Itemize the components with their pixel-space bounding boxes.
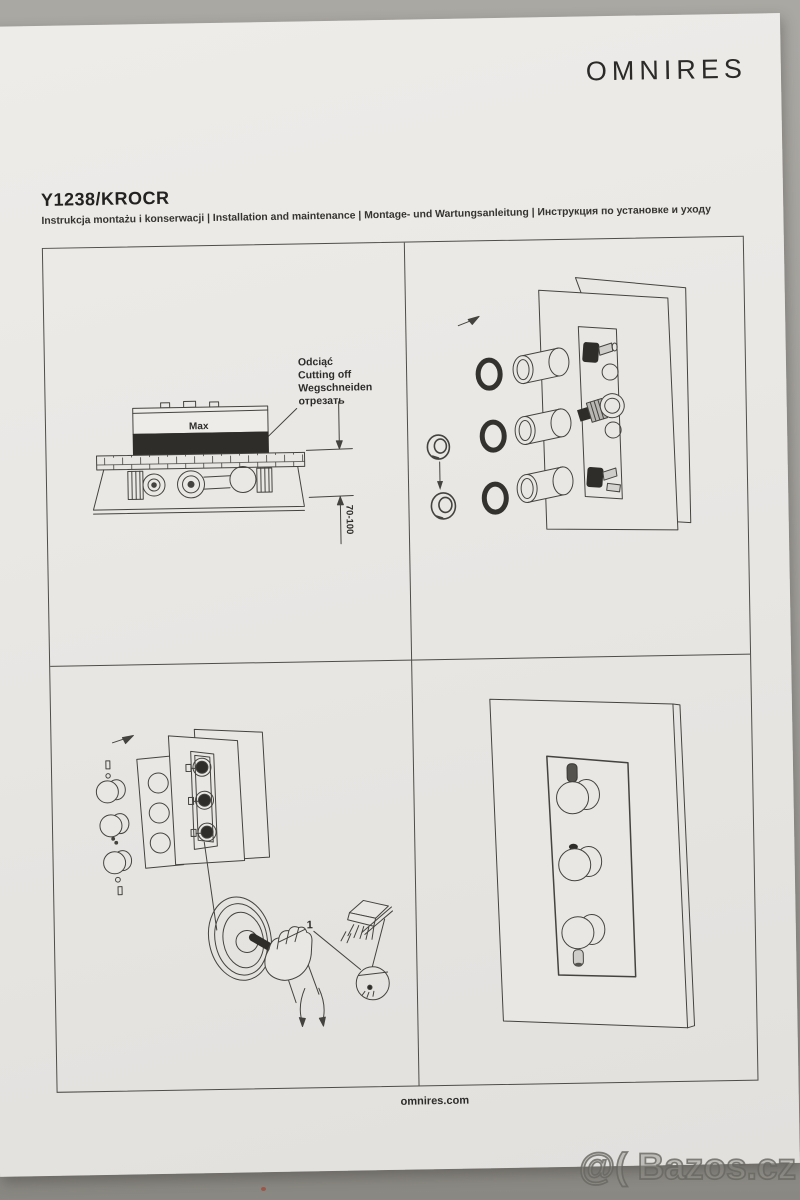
adapter-ring	[426, 434, 457, 520]
valve-cartridges	[577, 342, 625, 493]
cartridge-stems	[185, 757, 217, 842]
diagram-valve-exploded	[426, 277, 692, 531]
mounted-handles	[556, 763, 606, 967]
tile-layer	[96, 451, 306, 471]
shower-head-sketch	[340, 899, 393, 967]
max-cut-band	[132, 431, 269, 456]
handles	[95, 779, 133, 875]
o-rings	[475, 357, 509, 515]
footer-url: omnires.com	[400, 1094, 470, 1108]
handle-screws	[105, 760, 123, 896]
max-fill-label: Max	[189, 421, 209, 432]
cutoff-label-en: Cutting off	[298, 369, 352, 382]
brand-logo: OMNIRES	[585, 53, 748, 87]
diagram-trim-assembly: 1	[95, 728, 393, 1028]
leader-to-magnifier	[313, 930, 362, 971]
recessed-box-drawing: Max	[92, 400, 306, 515]
wall-panel-edge	[672, 703, 696, 1029]
diagram-cutoff-depth: Odciąć Cutting off Wegschneiden отрезать…	[92, 356, 373, 545]
cutoff-label-pl: Odciąć	[298, 356, 333, 369]
depth-dimension: 70-100	[305, 401, 355, 545]
product-code-title: Y1238/KROCR	[40, 187, 170, 210]
hand	[264, 926, 320, 1004]
leader-to-spindle	[278, 928, 306, 943]
instruction-sheet: OMNIRES Y1238/KROCR Instrukcja montażu i…	[0, 13, 800, 1177]
watermark-bazos: @( Bazos.cz	[578, 1145, 797, 1188]
direction-arrow	[112, 734, 134, 745]
thermostat-stem	[577, 393, 625, 423]
diagram-grid: Odciąć Cutting off Wegschneiden отрезать…	[41, 235, 759, 1093]
depth-range-label: 70-100	[343, 505, 355, 535]
detail-leader-line	[203, 841, 218, 931]
direction-arrow	[457, 315, 480, 327]
valve-plates	[167, 728, 271, 866]
cutoff-label-ru: отрезать	[298, 395, 345, 408]
cutoff-label-de: Wegschneiden	[298, 381, 372, 394]
red-speck	[261, 1187, 266, 1191]
handle-sleeves	[512, 347, 574, 504]
rotation-arrows	[298, 987, 326, 1028]
cutoff-labels: Odciąć Cutting off Wegschneiden отрезать	[298, 356, 373, 408]
diagram-finished-installation	[489, 698, 696, 1029]
nozzle-magnifier-detail	[355, 966, 390, 1001]
step-number-label: 1	[307, 919, 313, 931]
